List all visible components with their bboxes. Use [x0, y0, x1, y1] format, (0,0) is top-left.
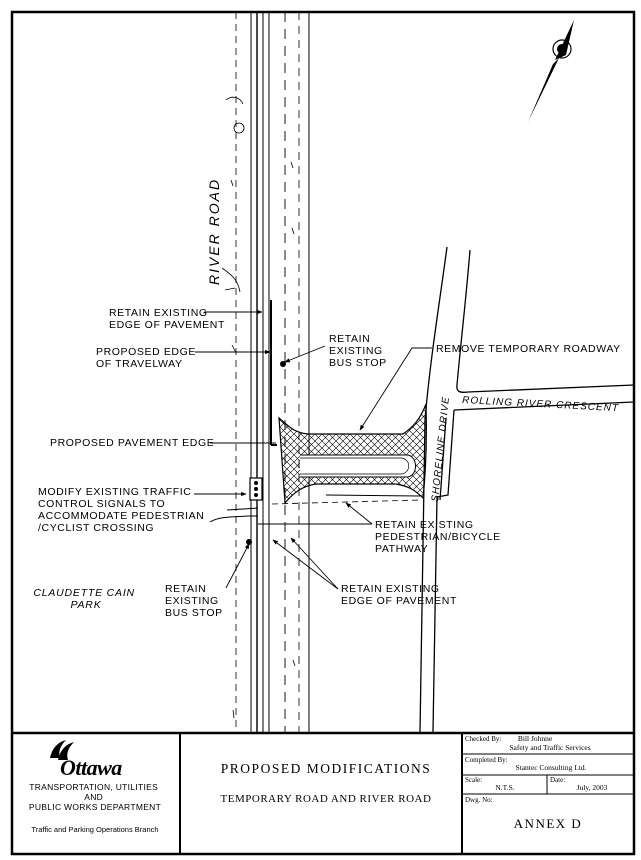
scale-value: N.T.S. — [495, 783, 514, 792]
date-value: July, 2003 — [577, 783, 608, 792]
branch-name: Traffic and Parking Operations Branch — [31, 825, 158, 834]
sheet-border — [10, 10, 636, 856]
note-proposed-edge-travelway: PROPOSED EDGE OF TRAVELWAY — [96, 346, 200, 370]
drawing-subtitle: TEMPORARY ROAD AND RIVER ROAD — [221, 793, 432, 805]
ottawa-logo: Ottawa — [50, 740, 123, 780]
note-retain-edge-top: RETAIN EXISTING EDGE OF PAVEMENT — [109, 307, 225, 331]
street-label-rolling-river: ROLLING RIVER CRESCENT — [462, 395, 619, 414]
svg-text:Ottawa: Ottawa — [60, 755, 122, 780]
completed-by-value: Stantec Consulting Ltd. — [515, 763, 586, 772]
dwg-label: Dwg. No: — [465, 796, 493, 804]
title-block — [12, 731, 634, 854]
drawing-title: PROPOSED MODIFICATIONS — [221, 761, 431, 776]
bus-stop-icon — [246, 361, 286, 545]
completed-by-label: Completed By: — [465, 756, 508, 764]
note-retain-bus-stop-top: RETAIN EXISTING BUS STOP — [329, 333, 387, 369]
date-label: Date: — [550, 776, 565, 784]
street-label-river-road: RIVER ROAD — [206, 178, 222, 285]
park-label: CLAUDETTE CAIN PARK — [33, 587, 138, 611]
checked-by-value: Bill Johnne Safety and Traffic Services — [509, 734, 590, 752]
traffic-signal-icon — [249, 477, 263, 501]
note-retain-bus-stop-bottom: RETAIN EXISTING BUS STOP — [165, 583, 223, 619]
department-name: TRANSPORTATION, UTILITIES AND PUBLIC WOR… — [29, 782, 161, 812]
callout-leaders — [194, 309, 432, 590]
dwg-number: ANNEX D — [514, 816, 583, 831]
note-retain-pathway: RETAIN EXISTING PEDESTRIAN/BICYCLE PATHW… — [375, 519, 504, 555]
note-remove-temporary-roadway: REMOVE TEMPORARY ROADWAY — [436, 343, 621, 355]
note-proposed-pavement-edge: PROPOSED PAVEMENT EDGE — [50, 437, 214, 449]
river-road-linework — [221, 12, 310, 732]
temporary-roadway-hatch — [278, 403, 427, 505]
scale-label: Scale: — [465, 776, 482, 784]
note-modify-signals: MODIFY EXISTING TRAFFIC CONTROL SIGNALS … — [38, 486, 208, 534]
note-retain-edge-bottom: RETAIN EXISTING EDGE OF PAVEMENT — [341, 583, 457, 607]
north-arrow-icon — [528, 20, 574, 122]
checked-by-label: Checked By: — [465, 735, 501, 743]
shoreline-drive-linework — [209, 246, 635, 733]
